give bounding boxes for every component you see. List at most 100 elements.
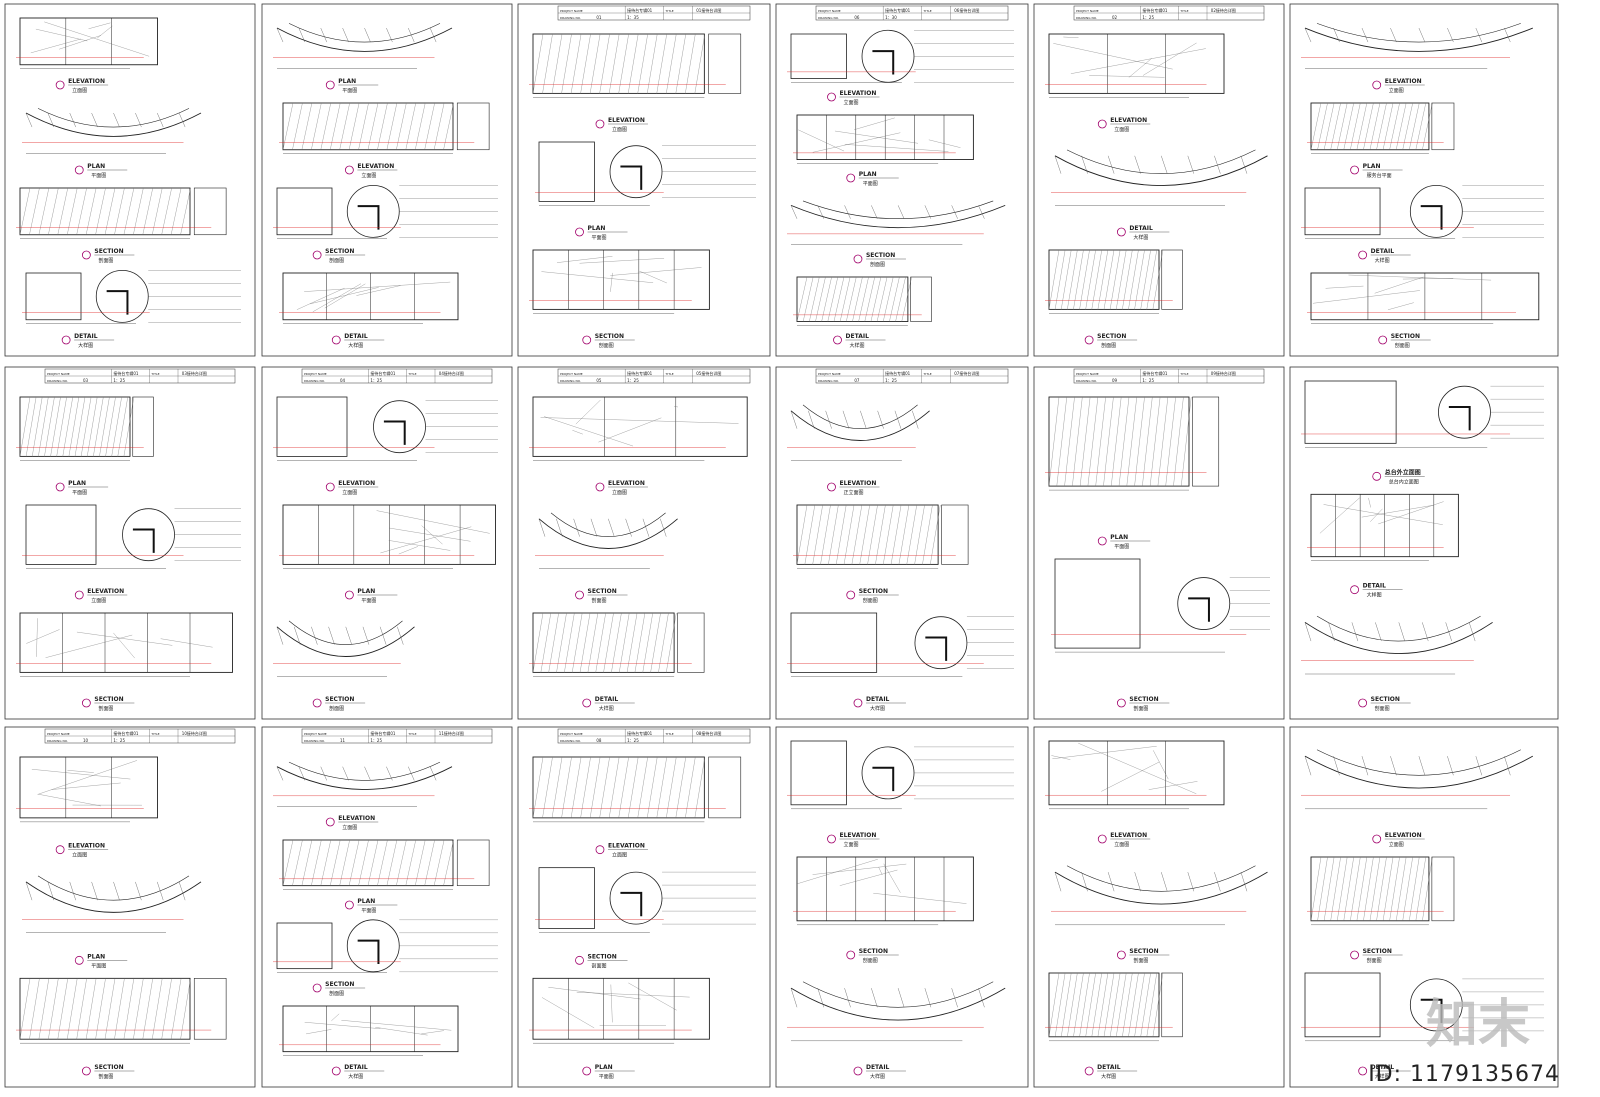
- view-label-cn: 立面图: [1389, 841, 1404, 848]
- view-label-cn: 大样图: [1375, 1073, 1390, 1080]
- drawing-view: [535, 141, 756, 206]
- sheet-number: 11: [340, 738, 346, 743]
- view-label-en: PLAN: [595, 1064, 613, 1071]
- view-label-en: SECTION: [1371, 696, 1400, 703]
- sheet-number: 07: [854, 378, 860, 383]
- drawing-view: [273, 23, 453, 69]
- drawing-view: [16, 17, 158, 69]
- view-label-cn: 剖面图: [98, 705, 113, 712]
- panel-border: [1289, 3, 1559, 357]
- view-label-en: ELEVATION: [1110, 832, 1147, 839]
- sheet-title: 07接待台详图: [954, 370, 979, 376]
- view-label-en: SECTION: [1363, 948, 1392, 955]
- drawing-view: [787, 404, 930, 461]
- sheet-scale: 1：25: [370, 378, 382, 383]
- view-label: PLAN 平面图: [74, 163, 128, 179]
- view-label-en: ELEVATION: [1385, 78, 1422, 85]
- drawing-view: [16, 187, 227, 239]
- view-label-en: SECTION: [588, 588, 617, 595]
- project-name: 接待台专辑01: [885, 370, 911, 376]
- view-label-en: DETAIL: [344, 333, 368, 340]
- drawing-view: [1301, 615, 1493, 675]
- view-label-cn: 立面图: [1389, 87, 1404, 94]
- sheet-scale: 1：25: [113, 378, 125, 383]
- drawing-view: [1051, 558, 1270, 653]
- view-label-cn: 剖面图: [592, 597, 607, 604]
- sheet-title: 04接待台详图: [439, 370, 464, 376]
- view-label-cn: 平面图: [91, 173, 106, 179]
- drawing-view: [787, 740, 1014, 810]
- view-label-en: SECTION: [859, 948, 888, 955]
- sheet-scale: 1：25: [1142, 15, 1154, 20]
- view-label-cn: 平面图: [361, 598, 376, 604]
- sheet-title: 11接待台详图: [439, 730, 464, 736]
- view-label: ELEVATION 立面图: [1372, 78, 1425, 94]
- view-label-cn: 立面图: [72, 87, 87, 94]
- view-label-cn: 平面图: [72, 490, 87, 496]
- view-label-cn: 总台内立面图: [1389, 478, 1419, 485]
- drawing-view: [1045, 249, 1183, 314]
- view-label-en: DETAIL: [866, 696, 890, 703]
- drawing-view: [279, 504, 496, 569]
- drawing-view: [22, 504, 241, 569]
- view-label-en: SECTION: [866, 252, 895, 259]
- view-label-en: ELEVATION: [68, 843, 105, 850]
- sheet-number: 03: [83, 378, 89, 383]
- project-name: 接待台专辑01: [1142, 7, 1168, 13]
- title-label: TITLE: [665, 9, 674, 13]
- drawing-label: DRAWING NO.: [1076, 16, 1097, 20]
- view-label-en: PLAN: [87, 163, 105, 170]
- project-label: PROJECT NAME: [560, 9, 583, 13]
- sheet-title: 02接待台详图: [1211, 7, 1236, 13]
- sheet-number: 06: [854, 15, 860, 20]
- view-label-en: ELEVATION: [608, 117, 645, 124]
- view-label-cn: 剖面图: [329, 257, 344, 264]
- title-label: TITLE: [665, 732, 674, 736]
- sheet-title: 08接待台详图: [696, 730, 721, 736]
- panel-border: [261, 3, 513, 357]
- view-label-en: PLAN: [87, 953, 105, 960]
- drawing-view: [793, 504, 969, 569]
- drawing-view: [273, 184, 498, 239]
- panel-border: [517, 726, 771, 1088]
- sheet-scale: 1：25: [1142, 378, 1154, 383]
- panel-border: [4, 726, 256, 1088]
- drawing-view: [1307, 856, 1455, 926]
- drawing-view: [1045, 33, 1225, 98]
- title-label: TITLE: [923, 9, 932, 13]
- drawing-label: DRAWING NO.: [47, 739, 68, 743]
- title-label: TITLE: [407, 372, 416, 376]
- view-label-cn: 剖面图: [329, 990, 344, 997]
- view-label-en: SECTION: [94, 248, 123, 255]
- view-label-cn: 立面图: [612, 489, 627, 496]
- drawing-view: [787, 612, 1014, 677]
- view-label-en: DETAIL: [866, 1064, 890, 1071]
- view-label-cn: 大样图: [1133, 234, 1148, 241]
- project-label: PROJECT NAME: [47, 732, 70, 736]
